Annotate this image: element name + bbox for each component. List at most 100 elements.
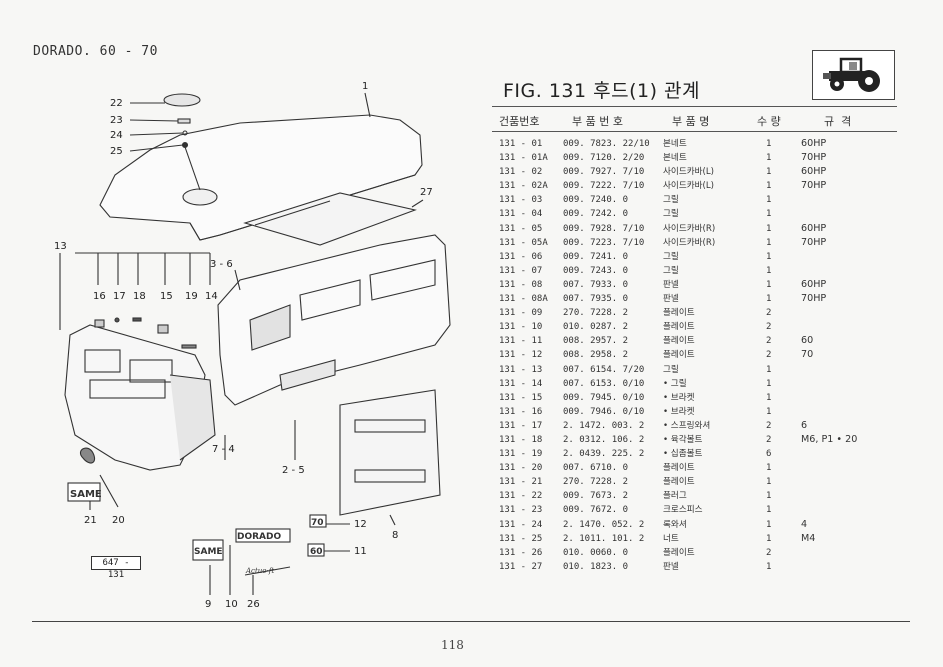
header-rule — [492, 131, 897, 132]
part-quantity: 1 — [766, 195, 772, 206]
part-name: 플레이트 — [663, 308, 695, 319]
part-quantity: 1 — [766, 505, 772, 516]
callout-24: 24 — [110, 130, 123, 141]
part-number-index: 131 - 17 — [499, 420, 543, 431]
part-quantity: 1 — [766, 237, 772, 248]
part-number-index: 131 - 11 — [499, 336, 543, 347]
part-number-index: 131 - 24 — [499, 519, 543, 530]
part-code: 2. 1472. 003. 2 — [563, 420, 645, 431]
part-code: 009. 7223. 7/10 — [563, 237, 645, 248]
part-quantity: 2 — [766, 350, 772, 361]
part-quantity: 1 — [766, 378, 772, 389]
part-name: 판넬 — [663, 279, 679, 290]
exploded-view-diagram: 1 22 23 24 25 27 3 - 6 13 16 17 18 15 19… — [54, 81, 451, 610]
part-number-index: 131 - 03 — [499, 195, 543, 206]
part-spec: 60HP — [801, 278, 827, 290]
part-spec: 60HP — [801, 166, 827, 178]
figure-title: FIG. 131 후드(1) 관계 — [503, 80, 701, 102]
part-spec: 70HP — [801, 152, 827, 164]
part-number-index: 131 - 20 — [499, 463, 543, 474]
part-number-index: 131 - 01 — [499, 139, 543, 149]
part-name: 그릴 — [663, 195, 679, 206]
tractor-icon-graphic — [823, 57, 880, 92]
part-spec: M4 — [801, 532, 816, 544]
part-code: 009. 7945. 0/10 — [563, 392, 645, 403]
part-code: 007. 7935. 0 — [563, 294, 629, 305]
part-number-index: 131 - 25 — [499, 533, 543, 544]
part-name: • 십좀볼트 — [663, 449, 703, 460]
part-number-index: 131 - 26 — [499, 547, 543, 558]
part-name: 플레이트 — [663, 350, 695, 361]
part-code: 009. 7241. 0 — [563, 251, 629, 262]
part-quantity: 1 — [766, 364, 772, 375]
part-code: 009. 7946. 0/10 — [563, 406, 645, 417]
callout-23: 23 — [110, 115, 123, 126]
part-quantity: 1 — [766, 519, 772, 530]
part-code: 007. 6153. 0/10 — [563, 378, 645, 389]
callout-8: 8 — [392, 530, 398, 541]
dorado-badge: DORADO — [237, 532, 281, 542]
part-number-index: 131 - 16 — [499, 406, 543, 417]
part-name: 사이드카바(L) — [663, 181, 715, 192]
part-code: 007. 7933. 0 — [563, 279, 629, 290]
part-number-index: 131 - 07 — [499, 265, 543, 276]
part-quantity: 2 — [766, 420, 772, 431]
part-quantity: 1 — [766, 294, 772, 305]
part-quantity: 1 — [766, 223, 772, 234]
callout-16: 16 — [93, 291, 106, 302]
part-quantity: 1 — [766, 477, 772, 488]
part-name: 사이드카바(R) — [663, 223, 716, 234]
part-quantity: 1 — [766, 491, 772, 502]
callout-13: 13 — [54, 241, 67, 252]
part-name: 본네트 — [663, 153, 687, 164]
part-spec: 70HP — [801, 293, 827, 305]
part-quantity: 1 — [766, 533, 772, 544]
part-number-index: 131 - 05 — [499, 223, 543, 234]
part-code: 010. 0287. 2 — [563, 322, 629, 333]
part-code: 009. 7222. 7/10 — [563, 181, 645, 192]
part-quantity: 2 — [766, 308, 772, 319]
same-badge-large: SAME — [194, 547, 223, 557]
part-code: 009. 7672. 0 — [563, 505, 629, 516]
callout-10: 10 — [225, 599, 238, 610]
part-name: 그릴 — [663, 209, 679, 220]
part-quantity: 6 — [766, 449, 772, 460]
callout-17: 17 — [113, 291, 126, 302]
callout-26: 26 — [247, 599, 260, 610]
part-number-index: 131 - 06 — [499, 251, 543, 262]
part-code: 009. 7928. 7/10 — [563, 223, 645, 234]
part-number-index: 131 - 04 — [499, 209, 543, 220]
part-name: 그릴 — [663, 265, 679, 276]
part-name: 그릴 — [663, 251, 679, 262]
callout-18: 18 — [133, 291, 146, 302]
part-code: 2. 1011. 101. 2 — [563, 533, 645, 544]
badge-70: 70 — [311, 518, 324, 528]
part-spec: 60 — [801, 335, 814, 347]
part-quantity: 1 — [766, 265, 772, 276]
part-name: • 스프링와셔 — [663, 420, 711, 431]
part-name: 사이드카바(R) — [663, 237, 716, 248]
part-code: 009. 7120. 2/20 — [563, 153, 645, 164]
col-head-part: 부 품 번 호 — [572, 115, 623, 128]
part-name: 판넬 — [663, 561, 679, 572]
part-name: • 그릴 — [663, 378, 687, 389]
part-name: 플러그 — [663, 491, 687, 502]
part-quantity: 1 — [766, 139, 772, 149]
part-quantity: 1 — [766, 251, 772, 262]
part-name: 플레이트 — [663, 322, 695, 333]
part-quantity: 1 — [766, 167, 772, 178]
callout-14: 14 — [205, 291, 218, 302]
part-quantity: 1 — [766, 279, 772, 290]
part-number-index: 131 - 23 — [499, 505, 543, 516]
